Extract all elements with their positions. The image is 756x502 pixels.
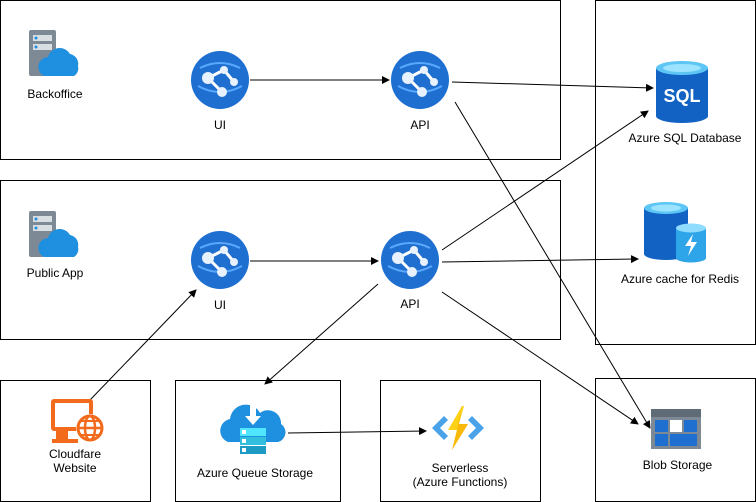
arrow-queue-to-serverless	[287, 427, 427, 436]
queue-label: Azure Queue Storage	[196, 466, 314, 480]
web-app-icon[interactable]	[380, 230, 440, 290]
arrow-public-api-to-redis	[441, 255, 639, 264]
web-app-icon[interactable]	[190, 230, 250, 290]
backoffice-api-label: API	[410, 118, 430, 132]
public-app-container	[0, 180, 561, 340]
data-services-container	[595, 0, 756, 345]
sql-db-label: Azure SQL Database	[628, 131, 742, 145]
arrow-public-api-to-sql	[441, 110, 649, 251]
monitor-globe-icon[interactable]	[50, 398, 106, 446]
cloudflare-label-line1: Cloudfare	[48, 447, 102, 461]
serverless-label-line1: Serverless	[431, 461, 489, 475]
server-cloud-icon	[29, 211, 79, 257]
server-cloud-icon	[29, 30, 79, 76]
web-app-icon[interactable]	[390, 50, 450, 110]
redis-label: Azure cache for Redis	[620, 272, 740, 286]
serverless-label-line2: (Azure Functions)	[412, 475, 508, 489]
serverless-container	[380, 380, 541, 502]
public-ui-label: UI	[214, 298, 226, 312]
function-bolt-icon[interactable]	[430, 404, 486, 452]
arrow-public-api-to-queue	[264, 283, 379, 385]
blob-storage-icon[interactable]	[650, 408, 702, 450]
redis-cache-icon[interactable]	[642, 200, 710, 264]
backoffice-label: Backoffice	[27, 87, 83, 101]
backoffice-ui-label: UI	[214, 118, 226, 132]
cloudflare-label-line2: Website	[53, 461, 97, 475]
sql-database-icon[interactable]: SQL	[654, 60, 710, 124]
arrow-backoffice-api-to-blob	[454, 101, 651, 429]
queue-storage-icon[interactable]	[218, 400, 290, 458]
web-app-icon[interactable]	[190, 50, 250, 110]
sql-icon-text: SQL	[663, 86, 700, 106]
arrow-backoffice-api-to-sql	[451, 81, 654, 92]
blob-label: Blob Storage	[642, 458, 713, 472]
arrow-cloudflare-to-public-ui	[89, 289, 197, 401]
public-app-label: Public App	[26, 266, 84, 280]
arrow-public-api-to-blob	[441, 291, 639, 425]
public-api-label: API	[400, 297, 420, 311]
